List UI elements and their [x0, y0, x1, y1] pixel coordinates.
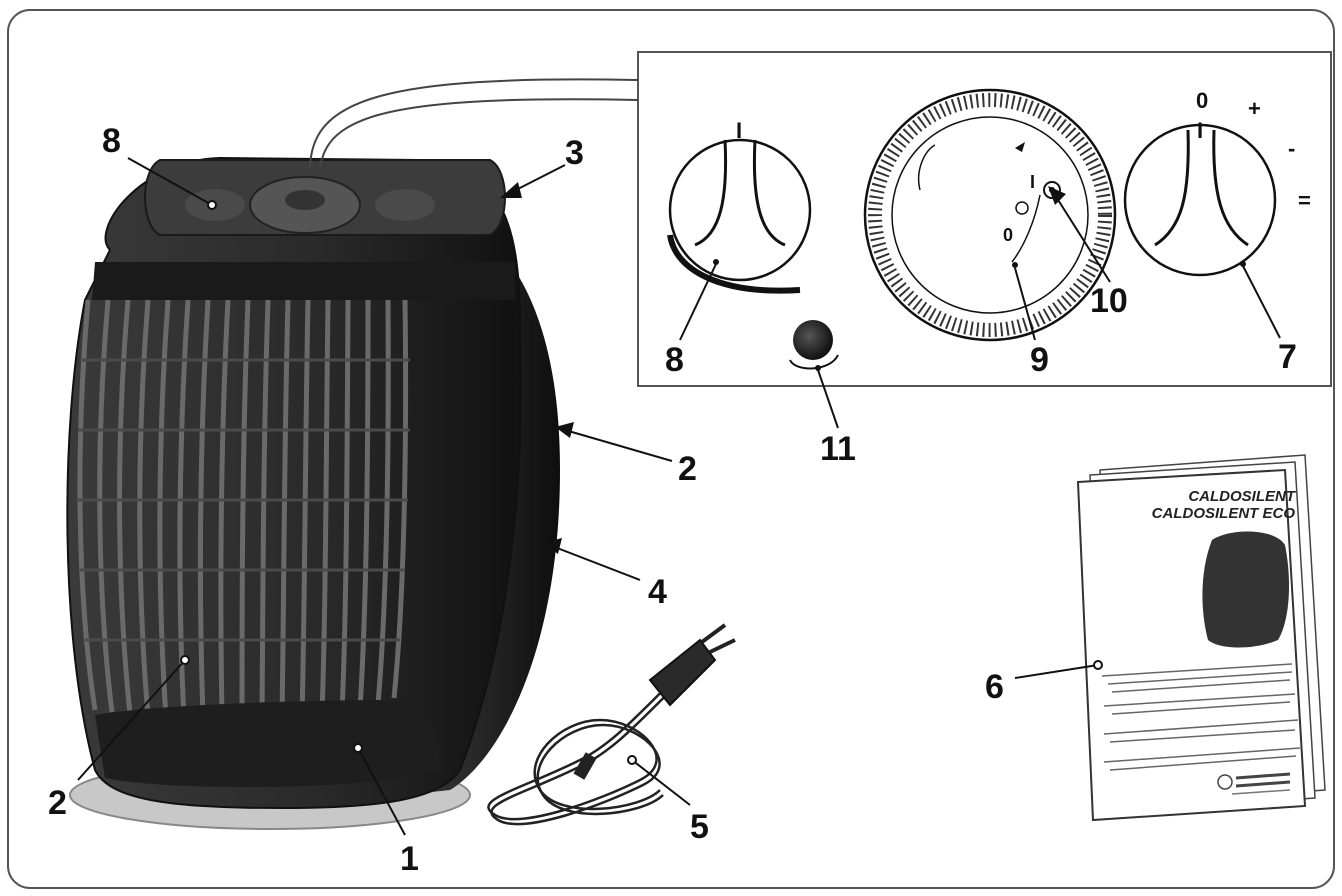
callout-2-right: 2 — [678, 450, 697, 488]
thermostat-zero: 0 — [1196, 88, 1209, 113]
thermostat-knob — [1123, 123, 1277, 277]
fan-knob-mark: I — [736, 118, 743, 143]
arrow-2-right — [555, 422, 574, 438]
outer-frame — [7, 9, 1335, 889]
heater-grille-bars — [78, 358, 410, 642]
reset-button — [789, 320, 839, 371]
callout-3: 3 — [565, 134, 584, 172]
manual-brand-logo — [1217, 772, 1291, 795]
callout-6: 6 — [985, 668, 1004, 706]
fan-knob — [667, 138, 812, 294]
inset-lead — [309, 78, 639, 171]
callout-1: 1 — [400, 840, 419, 878]
timer-mark-on: I — [1030, 172, 1036, 192]
callout-9: 9 — [1030, 341, 1049, 379]
heater-top-right-knob — [375, 189, 435, 221]
leader-8-inset — [679, 263, 717, 341]
leader-lines — [77, 157, 1281, 836]
heater-lower-front — [95, 700, 440, 788]
manual-title-line1: CALDOSILENT — [1188, 488, 1295, 505]
leader-6 — [1014, 664, 1099, 679]
power-plug — [648, 623, 736, 707]
thermostat-mark: I — [1197, 118, 1204, 143]
leader-9 — [1014, 267, 1036, 341]
callout-10: 10 — [1090, 282, 1128, 320]
callout-5: 5 — [690, 808, 709, 846]
callout-4: 4 — [648, 573, 667, 611]
callout-8-top: 8 — [102, 122, 121, 160]
manual-title: CALDOSILENT CALDOSILENT ECO — [1120, 488, 1295, 523]
callout-11: 11 — [820, 430, 856, 468]
arrow-10 — [1048, 186, 1066, 205]
leader-11 — [817, 369, 839, 429]
leader-2-right — [564, 429, 673, 462]
callout-8-inset: 8 — [665, 341, 684, 379]
power-cord — [487, 654, 704, 826]
heater — [66, 156, 560, 830]
manual-title-line2: CALDOSILENT ECO — [1151, 505, 1295, 523]
leader-dots — [180, 200, 1103, 765]
leader-5 — [631, 759, 691, 806]
callout-7: 7 — [1278, 338, 1297, 376]
timer-dial — [863, 88, 1117, 342]
arrowheads — [500, 182, 1066, 554]
leader-10 — [1054, 194, 1111, 283]
arrow-3 — [500, 182, 522, 198]
manual-cover-heater — [1202, 531, 1290, 648]
leader-4 — [551, 545, 641, 581]
timer-mark-off: 0 — [1003, 225, 1014, 245]
manual-text-lines — [1101, 663, 1301, 771]
inset-lead-2 — [319, 98, 639, 171]
leader-7 — [1242, 265, 1281, 339]
heater-band — [92, 262, 515, 300]
leader-2-left — [77, 659, 186, 781]
callout-2-left: 2 — [48, 784, 67, 822]
heater-top-knob-center — [285, 190, 325, 210]
leader-8-top — [127, 157, 213, 206]
leader-1 — [357, 747, 406, 836]
manual — [1076, 454, 1326, 822]
thermostat-plus: + — [1248, 96, 1261, 121]
arrow-4 — [543, 538, 562, 554]
thermostat-minus: - — [1288, 136, 1296, 161]
thermostat-equal: = — [1298, 188, 1311, 213]
